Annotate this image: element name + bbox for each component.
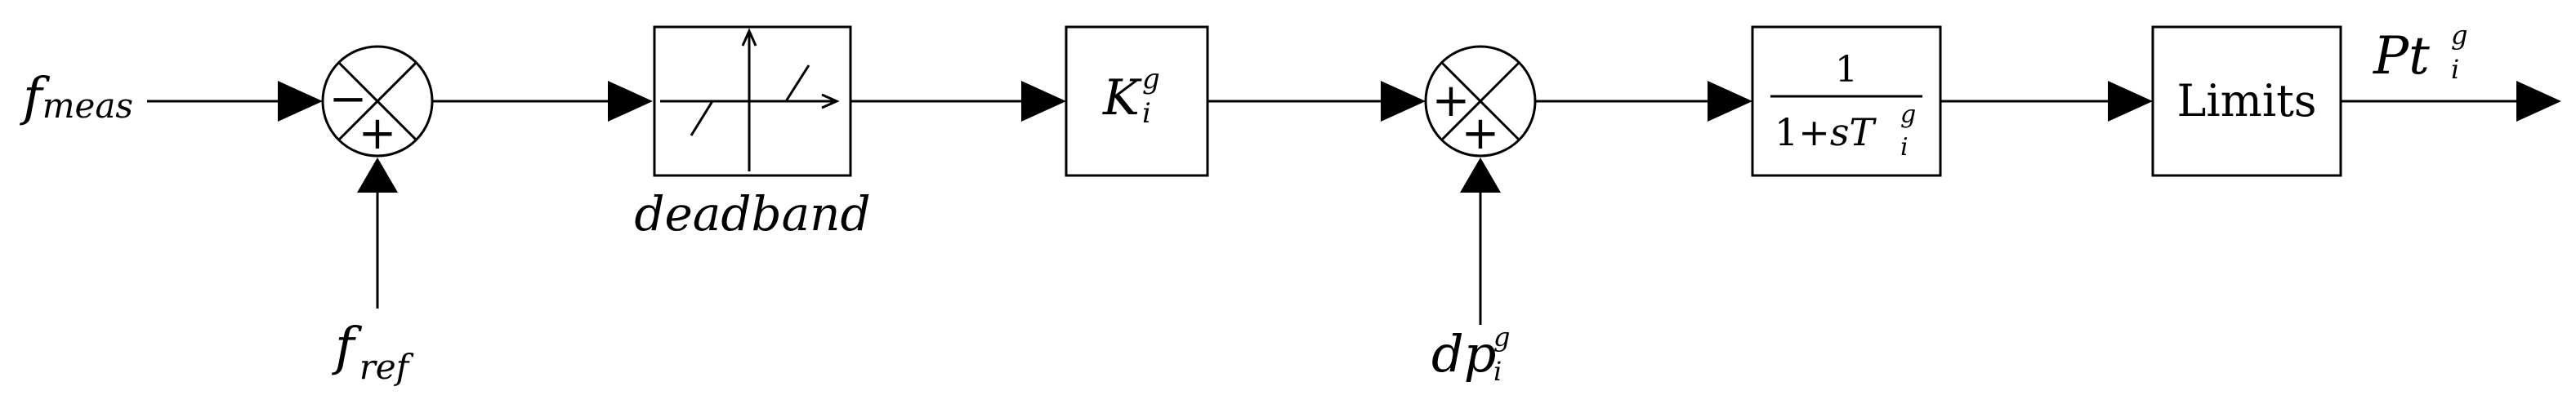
lag-denominator-sub: i	[1900, 133, 1909, 162]
f-ref-base: f	[332, 317, 363, 377]
arrowhead-output	[2516, 81, 2561, 122]
lag-denominator-prefix: 1+	[1775, 110, 1830, 154]
lag-block: 1 1+sT g i	[1751, 25, 1942, 177]
dp-sup: g	[1493, 322, 1510, 353]
f-meas-label: fmeas	[20, 67, 133, 127]
gain-base: K	[1102, 69, 1142, 127]
lag-numerator: 1	[1835, 49, 1858, 91]
deadband-caption: deadband	[634, 186, 870, 242]
arrowhead-into-sum2-bottom	[1460, 158, 1501, 193]
sum2-plus-bottom: +	[1462, 107, 1500, 160]
arrowhead-into-gain	[1021, 81, 1066, 122]
dp-sub: i	[1493, 356, 1502, 387]
limits-label: Limits	[2176, 75, 2316, 127]
dp-label: dp	[1431, 324, 1496, 384]
arrowhead-into-sum2-left	[1381, 81, 1426, 122]
f-meas-sub: meas	[42, 86, 133, 126]
lag-denominator-var: sT	[1830, 110, 1877, 154]
pt-label: Pt	[2373, 26, 2430, 87]
sum1-minus-sign: −	[329, 73, 368, 126]
lag-box	[1751, 25, 1942, 177]
lag-denominator-sup: g	[1900, 100, 1916, 129]
pt-sub: i	[2451, 54, 2459, 85]
gain-sub: i	[1142, 97, 1151, 130]
pt-base: Pt	[2373, 26, 2430, 87]
arrowhead-into-limits	[2108, 81, 2153, 122]
arrowhead-into-lag	[1708, 81, 1752, 122]
limits-block: Limits	[2151, 25, 2342, 177]
sum2-cross-b	[1440, 61, 1520, 141]
deadband-block	[653, 25, 852, 177]
sum1-plus-sign: +	[359, 107, 397, 160]
deadband-x-axis-arrow	[821, 93, 840, 109]
deadband-slope-left	[690, 100, 714, 136]
arrowhead-into-deadband	[608, 81, 653, 122]
sum2-plus-left: +	[1432, 74, 1471, 127]
deadband-slope-right	[784, 64, 810, 102]
sum1-cross-b	[337, 61, 417, 141]
deadband-y-axis-arrow	[741, 28, 757, 47]
summing-junction-1: − +	[321, 45, 434, 160]
lag-denominator: 1+sT	[1775, 110, 1877, 154]
gain-block: K g i	[1065, 25, 1209, 177]
summing-junction-2: + +	[1424, 45, 1537, 160]
gain-sup: g	[1142, 63, 1160, 95]
arrowhead-into-sum1-bottom	[357, 158, 398, 193]
pt-sup: g	[2451, 20, 2467, 51]
dp-base: dp	[1431, 324, 1496, 384]
gain-label: K	[1102, 69, 1142, 127]
f-ref-sub: ref	[359, 347, 414, 387]
arrowhead-into-sum1-left	[278, 81, 323, 122]
